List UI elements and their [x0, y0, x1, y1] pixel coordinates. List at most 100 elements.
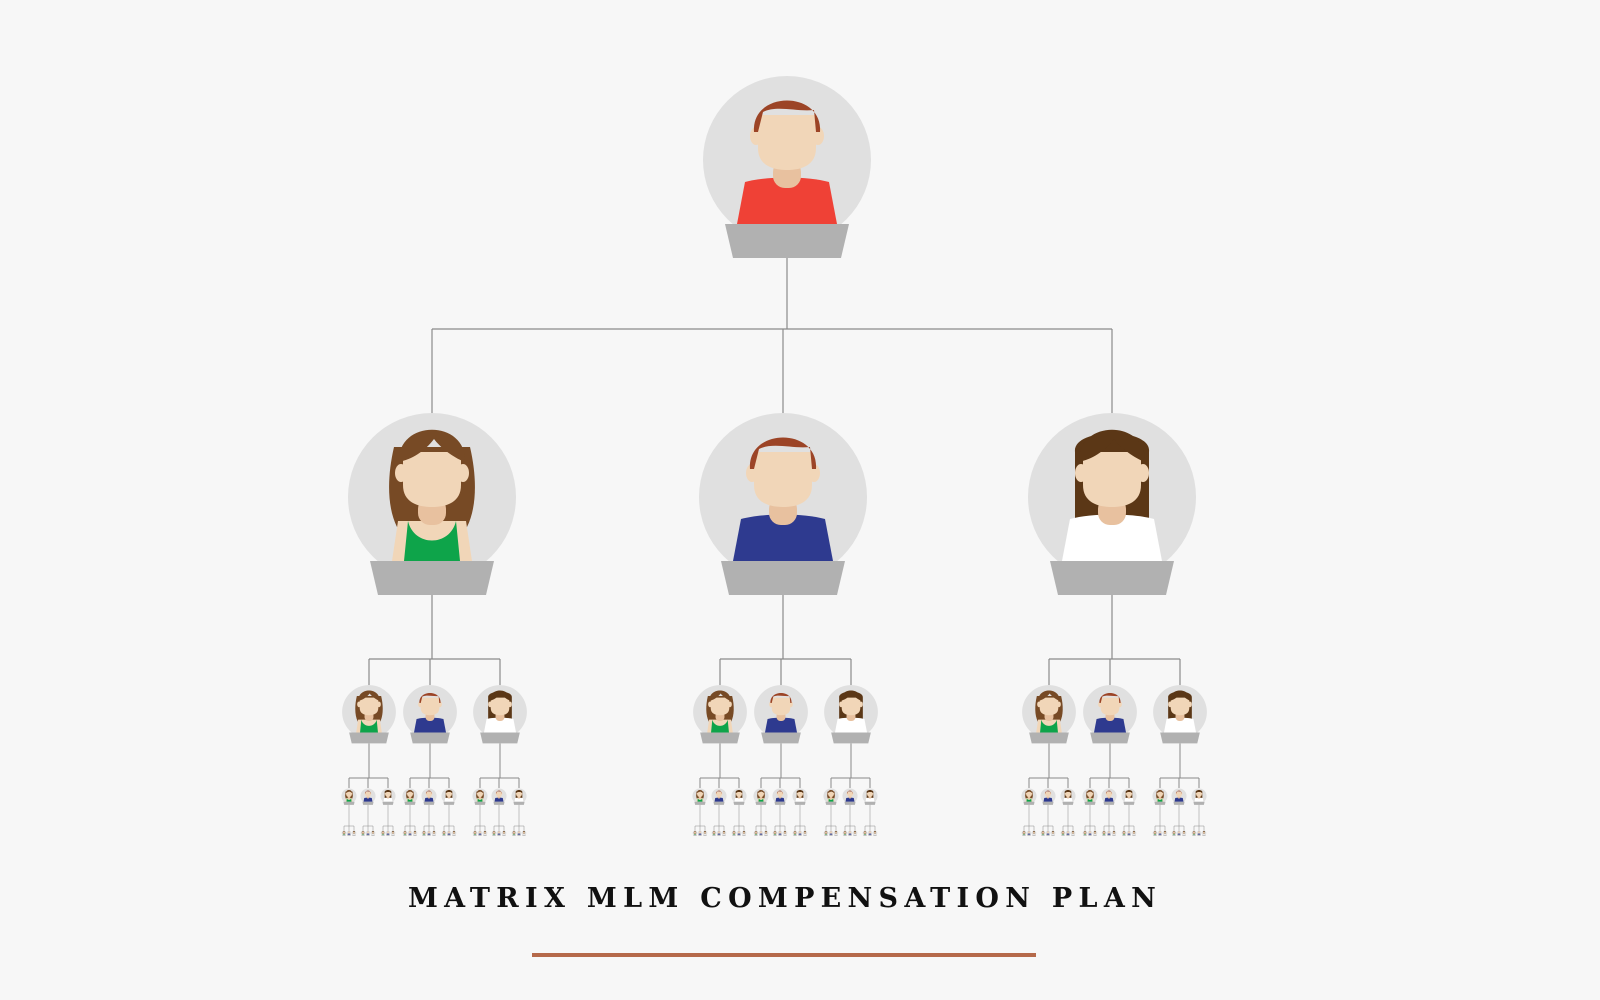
avatar-male-blue	[365, 830, 371, 836]
avatar-female-white	[390, 830, 396, 836]
pedestal	[844, 801, 856, 805]
avatar-female-white	[1131, 830, 1137, 836]
pedestal	[774, 801, 786, 805]
avatar-male-blue	[1126, 830, 1132, 836]
avatar-male-blue	[1087, 830, 1093, 836]
avatar-female-green	[491, 830, 497, 836]
avatar-female-green	[1121, 830, 1127, 836]
pedestal	[793, 834, 797, 836]
pedestal	[1122, 834, 1126, 836]
pedestal	[755, 801, 767, 805]
pedestal	[1083, 834, 1087, 836]
avatar-female-white	[482, 830, 488, 836]
avatar-female-green	[380, 830, 386, 836]
avatar-female-white	[351, 830, 357, 836]
avatar-female-green	[341, 830, 347, 836]
pedestal	[868, 834, 872, 836]
avatar-male-blue	[758, 830, 764, 836]
pedestal	[427, 834, 431, 836]
avatar-male-blue	[407, 830, 413, 836]
avatar-female-white	[431, 830, 437, 836]
pedestal	[1071, 834, 1075, 836]
avatar-female-green	[1171, 830, 1177, 836]
pedestal	[722, 834, 726, 836]
pedestal	[386, 834, 390, 836]
avatar-female-green	[402, 788, 418, 805]
pedestal	[721, 561, 845, 595]
avatar-female-white	[501, 830, 507, 836]
avatar-male-blue	[516, 830, 522, 836]
pedestal	[1107, 834, 1111, 836]
avatar-female-green	[823, 788, 839, 805]
pedestal	[824, 834, 828, 836]
avatar-female-white	[1028, 413, 1196, 595]
avatar-male-blue	[736, 830, 742, 836]
avatar-female-green	[1021, 830, 1027, 836]
pedestal	[700, 732, 740, 744]
pedestal	[778, 834, 782, 836]
avatar-male-red	[703, 76, 871, 258]
avatar-female-green	[693, 685, 747, 744]
pedestal	[432, 834, 436, 836]
pedestal	[1041, 834, 1045, 836]
pedestal	[737, 834, 741, 836]
avatar-male-blue	[1157, 830, 1163, 836]
pedestal	[794, 801, 806, 805]
avatar-male-blue	[346, 830, 352, 836]
avatar-male-blue	[1040, 788, 1056, 805]
avatar-male-blue	[842, 788, 858, 805]
avatar-male-blue	[754, 685, 808, 744]
avatar-female-green	[360, 830, 366, 836]
pedestal	[343, 801, 355, 805]
pedestal	[829, 834, 833, 836]
diagram-title: MATRIX MLM COMPENSATION PLAN	[407, 883, 1163, 914]
avatar-male-blue	[1065, 830, 1071, 836]
avatar-female-white	[1162, 830, 1168, 836]
avatar-female-green	[1152, 830, 1158, 836]
pedestal	[1112, 834, 1116, 836]
avatar-female-green	[1040, 830, 1046, 836]
pedestal	[834, 834, 838, 836]
pedestal	[1192, 834, 1196, 836]
pedestal	[733, 801, 745, 805]
avatar-female-green	[731, 830, 737, 836]
avatar-female-green	[753, 830, 759, 836]
avatar-female-white	[782, 830, 788, 836]
pedestal	[493, 801, 505, 805]
pedestal	[1027, 834, 1031, 836]
avatar-male-blue	[403, 685, 457, 744]
avatar-male-blue	[446, 830, 452, 836]
pedestal	[754, 834, 758, 836]
avatar-female-green	[692, 788, 708, 805]
pedestal	[864, 801, 876, 805]
avatar-female-green	[1082, 830, 1088, 836]
avatar-female-green	[692, 830, 698, 836]
avatar-female-green	[823, 830, 829, 836]
avatar-female-white	[1070, 830, 1076, 836]
pedestal	[492, 834, 496, 836]
avatar-male-blue	[1106, 830, 1112, 836]
avatar-female-green	[441, 830, 447, 836]
pedestal	[483, 834, 487, 836]
pedestal	[381, 834, 385, 836]
pedestal	[1172, 834, 1176, 836]
avatar-female-white	[802, 830, 808, 836]
pedestal	[1050, 561, 1174, 595]
avatar-female-white	[1050, 830, 1056, 836]
pedestal	[1177, 834, 1181, 836]
pedestal	[478, 834, 482, 836]
avatar-male-blue	[867, 830, 873, 836]
avatar-female-green	[1022, 685, 1076, 744]
pedestal	[732, 834, 736, 836]
pedestal	[1023, 801, 1035, 805]
avatar-female-green	[1191, 830, 1197, 836]
pedestal	[703, 834, 707, 836]
connector-lines	[343, 258, 1205, 831]
pedestal	[742, 834, 746, 836]
pedestal	[1066, 834, 1070, 836]
avatar-female-white	[1191, 788, 1207, 805]
pedestal	[497, 834, 501, 836]
pedestal	[1090, 732, 1130, 744]
avatar-female-green	[342, 685, 396, 744]
pedestal	[473, 834, 477, 836]
